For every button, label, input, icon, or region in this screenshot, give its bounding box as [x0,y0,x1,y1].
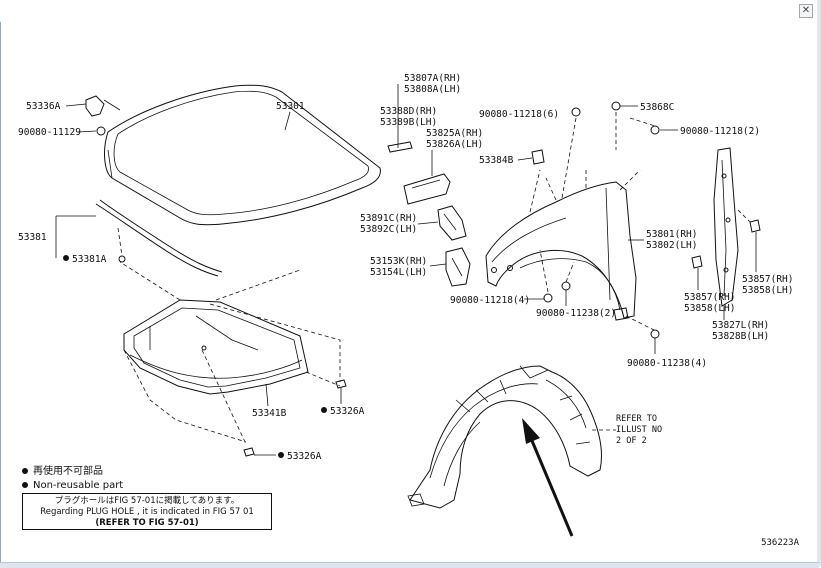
front-fender-53801[interactable] [485,169,641,319]
non-reusable-marker [278,452,284,458]
label-53389B: 53389B(LH) [380,117,437,128]
label-53801: 53801(RH) [646,229,697,240]
refer-note: REFER TO ILLUST NO 2 OF 2 [616,414,662,447]
bullet-icon [22,468,28,474]
label-53326A-2: 53326A [287,451,322,462]
close-icon: ✕ [801,5,811,16]
label-53807A: 53807A(RH) [404,73,461,84]
label-90080-11218-6: 90080-11218(6) [479,109,559,120]
label-53858-lh: 53858(LH) [742,285,793,296]
label-53384B: 53384B [479,155,514,166]
vertical-scrollbar[interactable] [817,0,821,566]
label-53868C: 53868C [640,102,674,113]
bolt-icon[interactable] [650,125,660,135]
fender-liner[interactable] [407,365,616,509]
plug-hole-note: プラグホールはFIG 57-01に掲載してあります。 Regarding PLU… [22,493,272,530]
hood-insulator-53341B[interactable] [119,261,341,445]
label-53802: 53802(LH) [646,240,697,251]
non-reusable-marker [63,255,69,261]
label-53341B: 53341B [252,408,287,419]
illustration-code: 536223A [761,538,799,548]
label-53891C: 53891C(RH) [360,213,417,224]
clip-53326A-lower[interactable] [243,447,276,457]
bolt-icon[interactable] [543,293,553,303]
label-53828B: 53828B(LH) [712,331,769,342]
bracket-53891C[interactable] [417,205,467,241]
label-53153K: 53153K(RH) [370,256,427,267]
hood-panel[interactable] [104,84,381,226]
label-53301: 53301 [276,101,305,112]
legend-en: Non-reusable part [33,480,124,491]
label-53858-lh2: 53858(LH) [684,303,735,314]
bolt-icon[interactable] [561,281,571,291]
label-90080-11218-4: 90080-11218(4) [450,295,530,306]
pointer-arrow [522,418,574,537]
fender-bracket-53827L[interactable] [713,147,739,307]
bolt-icon[interactable] [650,329,660,339]
label-53826A: 53826A(LH) [426,139,483,150]
bracket-lower-clip[interactable] [613,307,655,331]
clip-53857-lower[interactable] [691,255,703,290]
refer-note-line2: ILLUST NO [616,425,663,435]
label-53892C: 53892C(LH) [360,224,417,235]
legend-row-en: Non-reusable part [22,480,123,491]
label-53857-rh2: 53857(RH) [684,292,735,303]
label-53381A: 53381A [72,254,107,265]
label-53808A: 53808A(LH) [404,84,461,95]
fender-protector-53825A[interactable] [403,150,451,205]
clip-icon[interactable] [611,101,621,111]
fender-seal-53388D[interactable] [387,141,413,153]
refer-note-line3: 2 OF 2 [616,436,647,446]
cushion-53384B[interactable] [517,149,545,165]
note-refer: (REFER TO FIG 57-01) [95,518,199,528]
label-53388D: 53388D(RH) [380,106,437,117]
seal-53153K[interactable] [429,247,471,287]
label-53336A: 53336A [26,101,61,112]
label-53381: 53381 [18,232,47,243]
note-en: Regarding PLUG HOLE , it is indicated in… [40,507,254,517]
label-90080-11238-4: 90080-11238(4) [627,358,707,369]
legend-jp: 再使用不可部品 [33,466,103,477]
bolt-icon [96,126,106,136]
note-jp: プラグホールはFIG 57-01に掲載してあります。 [54,496,240,506]
label-53154L: 53154L(LH) [370,267,427,278]
hood-stay-53336A[interactable] [65,95,121,136]
label-53825A: 53825A(RH) [426,128,483,139]
horizontal-scrollbar[interactable] [0,562,819,568]
legend: 再使用不可部品 Non-reusable part [22,462,123,494]
close-button[interactable]: ✕ [799,4,813,18]
bullet-icon [22,482,28,488]
refer-note-line1: REFER TO [616,414,657,424]
non-reusable-marker [321,407,327,413]
label-90080-11129: 90080-11129 [18,127,81,138]
clip-53326A-upper[interactable] [335,379,347,404]
window-title-bar: ✕ [0,0,819,22]
label-53326A-1: 53326A [330,406,365,417]
label-53857-rh: 53857(RH) [742,274,793,285]
label-90080-11238-2: 90080-11238(2) [536,308,616,319]
legend-row-jp: 再使用不可部品 [22,462,123,477]
bolt-icon[interactable] [571,107,581,117]
label-53827L: 53827L(RH) [712,320,769,331]
clip-53857[interactable] [737,209,761,233]
label-90080-11218-2: 90080-11218(2) [680,126,760,137]
